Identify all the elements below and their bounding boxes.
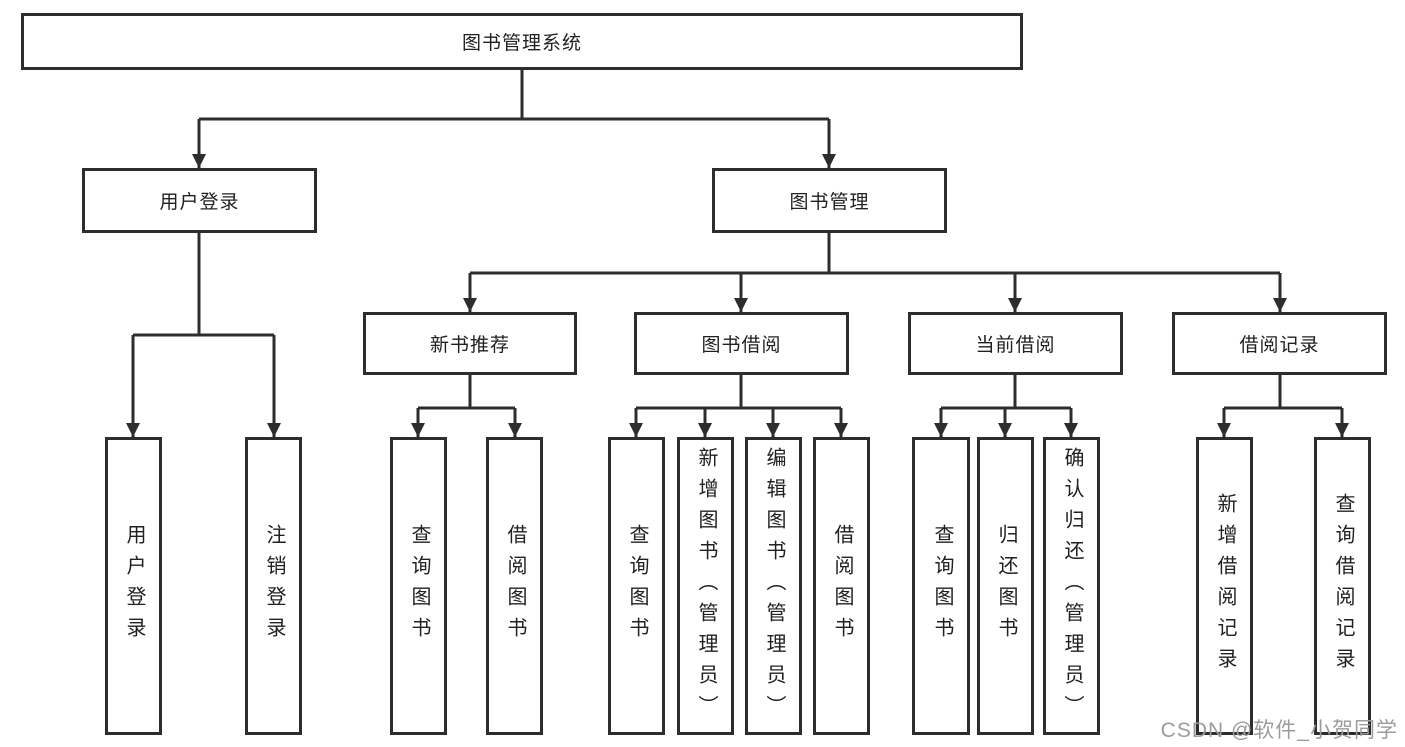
leaf-query-books-recommend: 查询图书 (390, 437, 447, 735)
node-root: 图书管理系统 (21, 13, 1023, 70)
node-new-book-recommend: 新书推荐 (363, 312, 577, 375)
leaf-edit-books-admin: 编辑图书（管理员） (745, 437, 802, 735)
node-book-management: 图书管理 (712, 168, 947, 233)
connector-root-bus (199, 70, 829, 121)
node-book-borrow: 图书借阅 (634, 312, 849, 375)
node-new-book-recommend-label: 新书推荐 (429, 335, 510, 356)
node-root-label: 图书管理系统 (461, 33, 582, 54)
leaf-logout: 注销登录 (245, 437, 302, 735)
leaf-borrow-books: 借阅图书 (813, 437, 870, 735)
node-current-borrow-label: 当前借阅 (975, 335, 1056, 356)
leaf-confirm-return-admin: 确认归还（管理员） (1043, 437, 1100, 735)
connector-newbook-bus (418, 375, 515, 410)
leaf-query-books-current: 查询图书 (912, 437, 970, 735)
connector-userlogin-bus (133, 233, 274, 337)
leaf-query-books-borrow: 查询图书 (608, 437, 665, 735)
connector-bookmgmt-bus (470, 233, 1280, 275)
node-borrow-records-label: 借阅记录 (1239, 335, 1320, 356)
leaf-add-books-admin: 新增图书（管理员） (677, 437, 734, 735)
watermark: CSDN @软件_小贺同学 (1160, 719, 1398, 742)
leaf-user-login: 用户登录 (105, 437, 162, 735)
leaf-borrow-books-recommend: 借阅图书 (486, 437, 543, 735)
leaf-query-borrow-record: 查询借阅记录 (1314, 437, 1371, 735)
leaf-add-borrow-record: 新增借阅记录 (1196, 437, 1253, 735)
node-borrow-records: 借阅记录 (1172, 312, 1387, 375)
connector-borrowrecords-bus (1224, 375, 1342, 410)
node-user-login: 用户登录 (82, 168, 317, 233)
node-book-borrow-label: 图书借阅 (701, 335, 782, 356)
node-user-login-label: 用户登录 (159, 192, 240, 213)
node-current-borrow: 当前借阅 (908, 312, 1123, 375)
leaf-return-books: 归还图书 (977, 437, 1034, 735)
connector-bookborrow-bus (636, 375, 841, 410)
node-book-management-label: 图书管理 (789, 192, 870, 213)
connector-currentborrow-bus (941, 375, 1071, 410)
